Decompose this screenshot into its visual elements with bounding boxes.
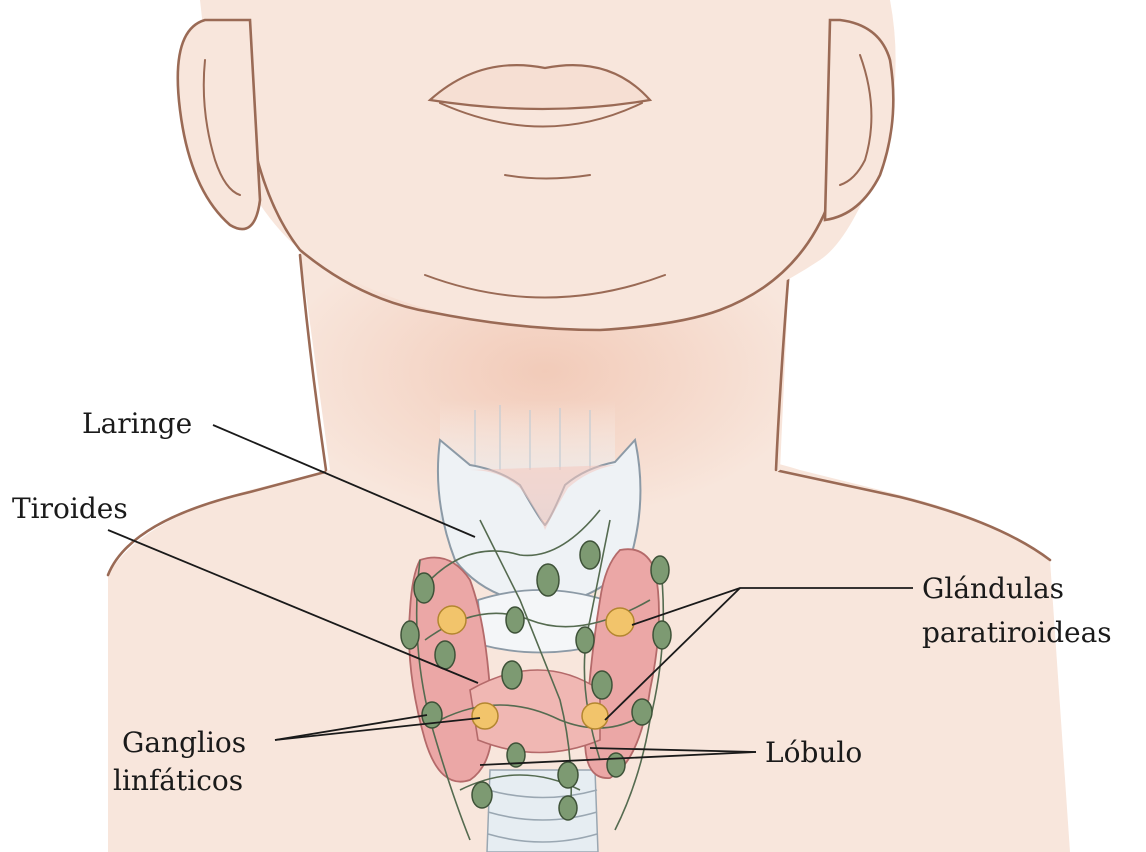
label-glandulas: Glándulas — [922, 572, 1064, 605]
label-ganglios: Ganglios — [122, 726, 246, 759]
right-ear — [825, 20, 893, 220]
label-laringe: Laringe — [82, 407, 192, 440]
label-lobulo: Lóbulo — [765, 736, 862, 769]
trachea — [487, 770, 598, 852]
label-tiroides: Tiroides — [12, 492, 128, 525]
label-linfaticos: linfáticos — [113, 764, 243, 797]
left-ear — [178, 20, 260, 229]
label-paratiroideas: paratiroideas — [922, 616, 1112, 649]
